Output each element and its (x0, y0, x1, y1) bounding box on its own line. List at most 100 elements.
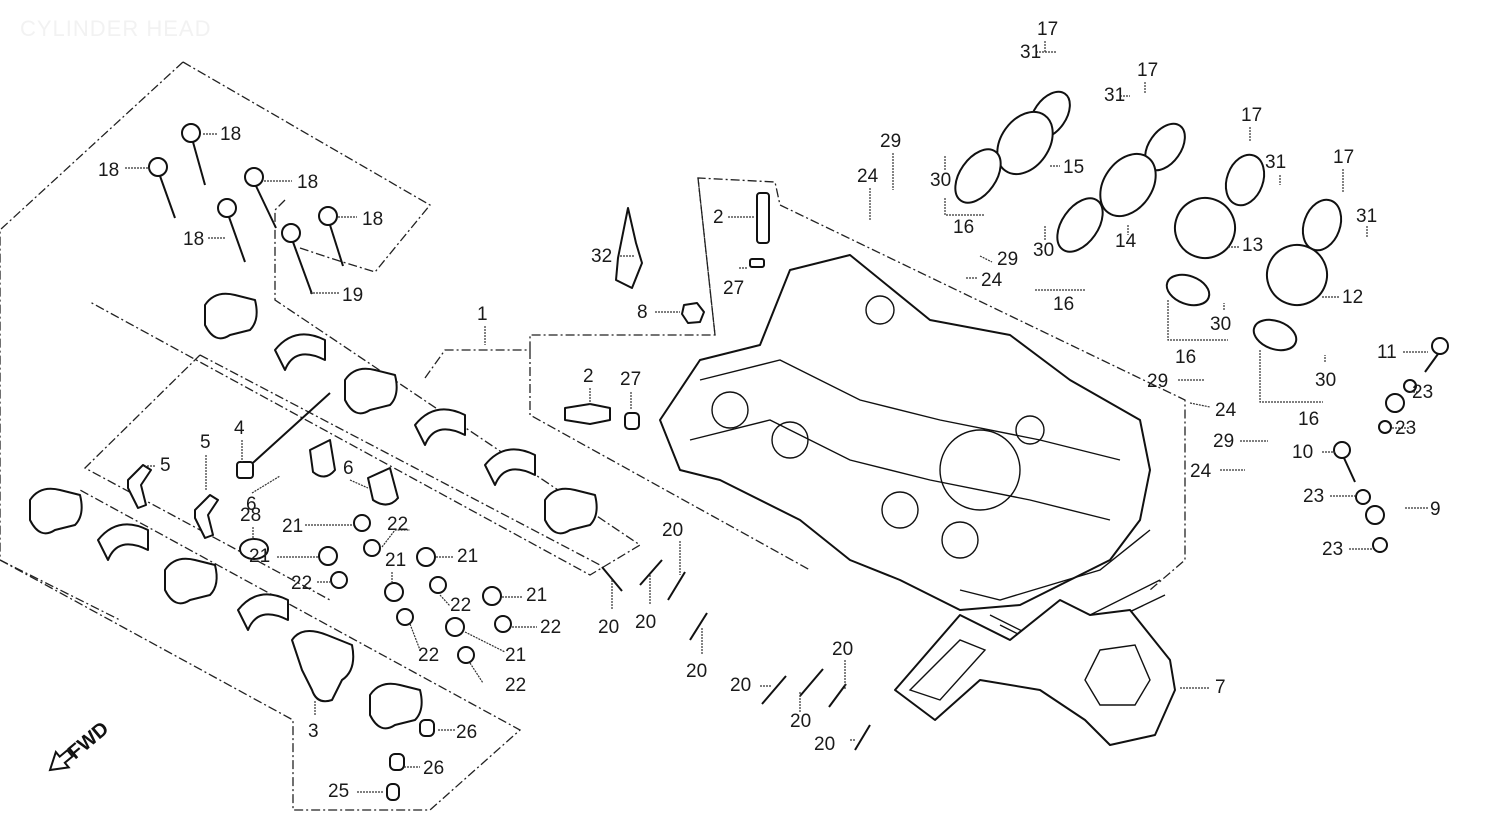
callout-dowel-pin: 20 (790, 692, 811, 732)
fwd-arrow-icon (48, 748, 74, 772)
callout-number: 21 (505, 645, 526, 666)
callout-number: 18 (297, 172, 318, 193)
callout-washer: 22 (409, 623, 439, 666)
callout-number: 28 (240, 505, 261, 526)
callout-band: 16 (1167, 300, 1228, 368)
callout-spark-plug: 32 (591, 246, 635, 267)
callout-valve-guide: 2 (713, 207, 755, 228)
callout-number: 26 (423, 758, 444, 779)
callout-o-ring: 24 (1190, 461, 1245, 482)
callout-number: 17 (1333, 147, 1354, 168)
callout-clip: 27 (620, 369, 641, 410)
callout-clip: 27 (723, 267, 748, 299)
callout-screw: 31 (1265, 152, 1286, 185)
callout-screw: 29 (1213, 431, 1268, 452)
leader-line (464, 631, 506, 653)
fwd-label: FWD (64, 718, 113, 764)
callout-dowel-pin: 20 (598, 580, 619, 638)
callout-sealing-washer: 23 (1322, 539, 1372, 560)
callout-number: 17 (1037, 19, 1058, 40)
callout-washer: 22 (469, 662, 526, 696)
callout-number: 8 (637, 302, 648, 323)
dowel-pins (601, 559, 871, 751)
plug-8 (681, 302, 705, 324)
callout-number: 27 (620, 369, 641, 390)
callout-head-bolt-long: 19 (310, 285, 363, 306)
callout-band: 16 (944, 198, 985, 238)
callout-number: 17 (1241, 105, 1262, 126)
callout-number: 16 (953, 217, 974, 238)
oil-pipe (1348, 379, 1417, 553)
callout-shim: 21 (436, 546, 478, 567)
callout-number: 22 (387, 514, 408, 535)
callout-o-ring: 24 (857, 166, 879, 220)
callout-shim: 21 (502, 585, 547, 606)
callout-number: 31 (1356, 206, 1377, 227)
callout-number: 6 (246, 494, 257, 515)
callout-number: 30 (1210, 314, 1231, 335)
callout-dowel-pin: 20 (635, 575, 656, 633)
callout-number: 15 (1063, 157, 1084, 178)
callout-number: 16 (1175, 347, 1196, 368)
callout-number: 23 (1303, 486, 1324, 507)
callout-number: 20 (686, 661, 707, 682)
callout-dowel: 26 (438, 722, 477, 743)
callout-labels: 1223455667891011121314151616161617171717… (98, 19, 1441, 802)
callout-insulator: 12 (1322, 287, 1363, 308)
callout-rocker-shaft: 4 (234, 418, 245, 462)
callout-dowel: 26 (404, 758, 444, 779)
callout-o-ring: 24 (1189, 400, 1237, 421)
cylinder-head (659, 254, 1166, 651)
callout-number: 22 (418, 645, 439, 666)
callout-number: 18 (98, 160, 119, 181)
callout-shim: 21 (385, 550, 406, 582)
callout-number: 18 (220, 124, 241, 145)
callout-band: 17 (1241, 105, 1262, 142)
callout-number: 21 (385, 550, 406, 571)
outline-guide-group (697, 177, 716, 336)
callout-dowel-pin: 20 (832, 639, 853, 690)
leader-line (381, 529, 410, 548)
callout-number: 23 (1322, 539, 1343, 560)
callout-sealing-washer: 23 (1303, 486, 1355, 507)
callout-shim: 21 (464, 631, 526, 666)
callout-number: 21 (282, 516, 303, 537)
callout-number: 18 (362, 209, 383, 230)
callout-number: 25 (328, 781, 349, 802)
callout-screw: 30 (930, 155, 951, 191)
callout-dowel-pin: 20 (662, 520, 683, 575)
callout-insulator: 14 (1115, 225, 1137, 252)
callout-band: 17 (1137, 60, 1158, 93)
leader-line (469, 662, 484, 684)
callout-o-ring: 24 (966, 270, 1003, 291)
leader-line (979, 255, 993, 263)
callout-dowel: 25 (328, 781, 383, 802)
valve-guides (564, 192, 770, 430)
callout-number: 12 (1342, 287, 1363, 308)
callout-cam-holder: 3 (308, 700, 319, 742)
callout-number: 23 (1412, 382, 1433, 403)
callout-washer: 22 (439, 594, 471, 616)
callout-screw: 31 (1020, 42, 1056, 63)
callout-cylinder-head-assy: 1 (477, 304, 488, 345)
callout-head-bolt: 18 (183, 229, 225, 250)
callout-number: 11 (1377, 342, 1397, 363)
leader-line (944, 198, 985, 216)
callout-number: 9 (1430, 499, 1441, 520)
callout-lifter: 6 (343, 458, 369, 489)
callout-rocker-arm: 5 (145, 455, 171, 476)
callout-number: 26 (456, 722, 477, 743)
callout-screw: 30 (1210, 303, 1231, 335)
callout-head-bolt: 18 (98, 160, 150, 181)
insulators (954, 90, 1343, 352)
callout-number: 20 (635, 612, 656, 633)
callout-number: 23 (1395, 418, 1416, 439)
callout-number: 16 (1298, 409, 1319, 430)
callout-number: 2 (583, 366, 594, 387)
callout-number: 22 (540, 617, 561, 638)
callout-insulator: 15 (1050, 157, 1084, 178)
rocker-shaft (236, 392, 331, 479)
head-bolts (148, 123, 344, 295)
